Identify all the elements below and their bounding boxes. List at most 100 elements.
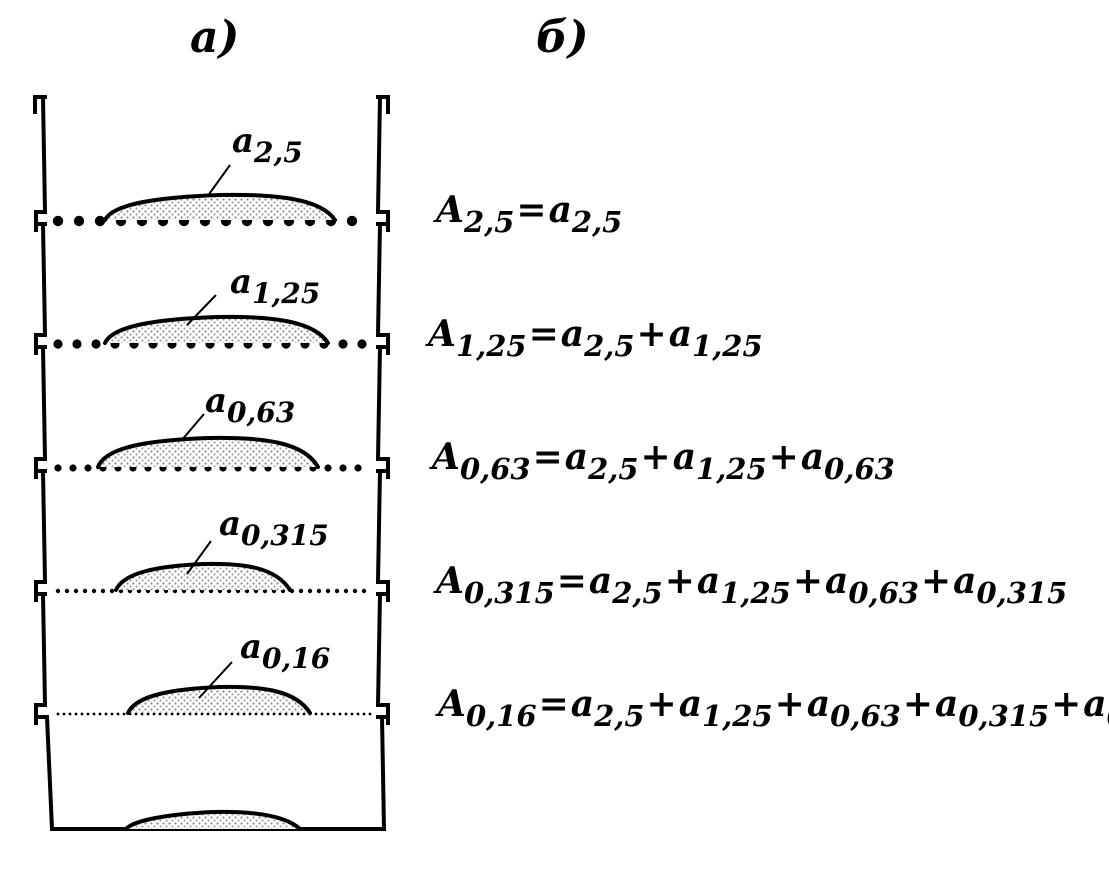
partial-residue-symbol: a [697,560,720,602]
mesh-hole [307,588,313,594]
cumulative-equation: A0,16=a2,5+a1,25+a0,63+a0,315+a0,16 [435,683,1109,733]
cumulative-total-subscript: 0,16 [466,699,537,733]
mesh-hole [344,712,348,716]
plus-sign: + [775,683,805,725]
mesh-hole [188,712,192,716]
residue-symbol: a [205,381,227,421]
sieve-wall-left [34,221,48,345]
residue-pile-outline [96,435,320,469]
partial-residue-subscript: 2,5 [611,576,662,610]
mesh-hole [170,712,174,716]
mesh-hole [260,712,264,716]
mesh-hole [334,588,340,594]
residue-label: a0,16 [240,627,330,675]
mesh-hole [62,712,66,716]
mesh-hole [68,712,72,716]
mesh-hole [324,464,332,472]
residue-label: a2,5 [232,121,303,169]
residue-label: a0,63 [205,381,295,429]
mesh-hole [352,588,358,594]
mesh-hole [296,712,300,716]
cumulative-total-subscript: 2,5 [463,205,514,239]
mesh-hole [164,712,168,716]
partial-residue-subscript: 2,5 [593,699,644,733]
residue-pile-outline [103,192,337,222]
mesh-hole [73,215,85,227]
plus-sign: + [921,560,951,602]
equals-sign: = [529,313,559,355]
mesh-hole [350,712,354,716]
mesh-hole [236,712,240,716]
mesh-hole [346,215,358,227]
residue-subscript: 2,5 [253,136,303,169]
mesh-hole [54,464,62,472]
sieve-wall-left [34,94,48,222]
equals-sign: = [539,683,569,725]
mesh-hole [361,588,367,594]
cumulative-equations: A2,5=a2,5A1,25=a2,5+a1,25A0,63=a2,5+a1,2… [425,189,1109,733]
residue-subscript: 0,16 [262,642,330,675]
panel-label-right: б) [536,12,589,63]
cumulative-total-symbol: A [425,313,456,355]
residue-symbol: a [240,627,262,667]
residue-label: a1,25 [230,262,320,310]
partial-residue-subscript: 2,5 [587,452,638,486]
mesh-hole [266,712,270,716]
mesh-hole [74,712,78,716]
mesh-hole [104,712,108,716]
partial-residue-subscript: 0,16 [1107,699,1109,733]
mesh-hole [82,588,88,594]
partial-residue-symbol: a [589,560,612,602]
equals-sign: = [516,189,546,231]
residue-symbol: a [230,262,252,302]
equals-sign: = [557,560,587,602]
mesh-hole [86,712,90,716]
mesh-hole [325,588,331,594]
partial-residue-subscript: 2,5 [583,329,634,363]
residue-pile-outline [103,314,330,345]
residue-pile [116,563,290,590]
mesh-hole [343,588,349,594]
partial-residue-symbol: a [669,313,692,355]
label-leader-line [206,164,231,198]
mesh-hole [339,464,347,472]
partial-residue-subscript: 0,315 [976,576,1067,610]
mesh-hole [84,464,92,472]
mesh-hole [338,712,342,716]
mesh-hole [92,712,96,716]
mesh-hole [338,339,348,349]
residue-symbol: a [219,504,241,544]
mesh-hole [56,712,60,716]
partial-residue-symbol: a [1083,683,1106,725]
sieve-wall-left [34,468,48,592]
partial-residue-symbol: a [807,683,830,725]
residue-symbol: a [232,121,254,161]
cumulative-equation: A2,5=a2,5 [433,189,622,239]
partial-residue-symbol: a [571,683,594,725]
cumulative-total-subscript: 0,315 [464,576,555,610]
mesh-hole [218,712,222,716]
mesh-hole [94,215,106,227]
mesh-hole [55,588,61,594]
sieve-wall-left [34,591,48,715]
residue-piles [96,192,337,831]
partial-residue-symbol: a [679,683,702,725]
partial-residue-symbol: a [673,436,696,478]
mesh-hole [100,588,106,594]
plus-sign: + [903,683,933,725]
mesh-hole [284,712,288,716]
equals-sign: = [533,436,563,478]
plus-sign: + [637,313,667,355]
mesh-hole [314,712,318,716]
cumulative-total-symbol: A [435,683,466,725]
mesh-hole [116,712,120,716]
residue-pile [105,316,328,343]
mesh-hole [200,712,204,716]
mesh-hole [98,712,102,716]
mesh-hole [368,712,372,716]
mesh-hole [52,215,64,227]
partial-residue-symbol: a [549,189,572,231]
cumulative-total-symbol: A [429,436,460,478]
plus-sign: + [641,436,671,478]
